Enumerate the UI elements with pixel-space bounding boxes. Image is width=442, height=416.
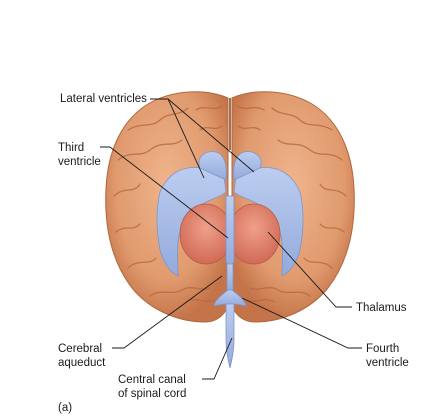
brainstem-ventricles <box>213 263 247 369</box>
central-canal <box>225 303 235 369</box>
label-fourth-ventricle-line1: Fourth <box>366 343 399 355</box>
labels: Lateral ventricles Third ventricle Thala… <box>58 93 409 414</box>
cerebral-cortex <box>105 91 355 323</box>
right-thalamus <box>227 203 281 265</box>
label-thalamus: Thalamus <box>356 302 407 314</box>
label-lateral-ventricles: Lateral ventricles <box>60 93 147 105</box>
lateral-ventricles <box>156 151 304 277</box>
label-cerebral-aqueduct-line2: aqueduct <box>58 357 106 369</box>
third-ventricle <box>225 195 235 269</box>
label-third-ventricle: Third ventricle <box>58 142 101 168</box>
label-third-ventricle-line1: Third <box>58 142 84 154</box>
label-cerebral-aqueduct-line1: Cerebral <box>58 343 102 355</box>
left-anterior-horn <box>198 151 227 181</box>
cerebral-aqueduct <box>226 263 234 293</box>
panel-label: (a) <box>58 402 72 414</box>
label-fourth-ventricle-line2: ventricle <box>366 357 409 369</box>
label-central-canal-line1: Central canal <box>118 374 186 386</box>
label-central-canal: Central canal of spinal cord <box>118 374 189 400</box>
leader-lines <box>100 98 362 380</box>
label-third-ventricle-line2: ventricle <box>58 156 101 168</box>
left-lateral-ventricle <box>156 167 227 277</box>
label-fourth-ventricle: Fourth ventricle <box>366 343 409 369</box>
right-lateral-ventricle <box>233 167 304 277</box>
label-cerebral-aqueduct: Cerebral aqueduct <box>58 343 106 369</box>
label-central-canal-line2: of spinal cord <box>118 388 186 400</box>
left-thalamus <box>179 203 233 265</box>
